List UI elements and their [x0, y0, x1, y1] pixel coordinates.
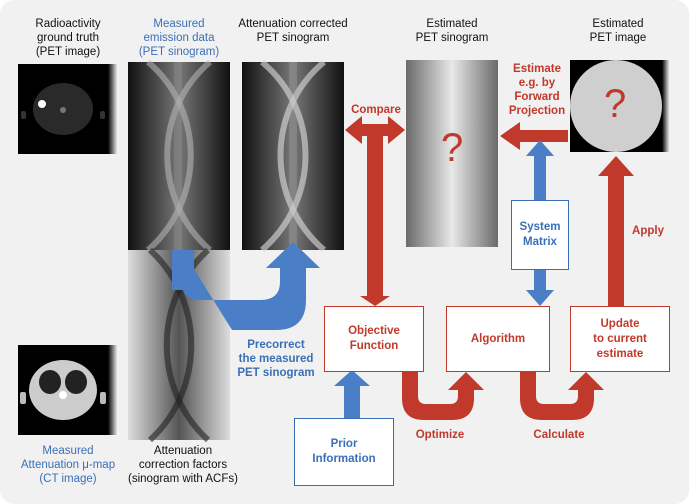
- ct-mu-map-image: [18, 345, 118, 435]
- apply-label: Apply: [632, 225, 664, 237]
- forward-projection-label: Estimate e.g. by Forward Projection: [508, 63, 566, 117]
- compare-label: Compare: [351, 104, 401, 116]
- system-matrix-box: System Matrix: [511, 200, 569, 270]
- apply-arrow: [598, 156, 634, 306]
- calculate-arrow: [520, 372, 604, 420]
- forward-projection-arrow: [500, 122, 568, 150]
- atten-corrected-label: Attenuation corrected PET sinogram: [238, 18, 348, 44]
- pet-ground-truth-image: [18, 64, 118, 154]
- precorrect-arrow: [182, 242, 320, 330]
- algorithm-box: Algorithm: [446, 306, 550, 372]
- objective-function-box: Objective Function: [324, 306, 424, 372]
- mu-map-label: Measured Attenuation μ-map (CT image): [20, 445, 116, 485]
- question-image: ?: [604, 82, 627, 126]
- prior-information-box: Prior Information: [294, 418, 394, 486]
- estimated-sinogram: [406, 60, 498, 247]
- compare-objective-arrow: [360, 136, 390, 306]
- update-box: Update to current estimate: [570, 306, 670, 372]
- attenuation-corrected-sinogram: [242, 59, 344, 253]
- estimated-sino-label: Estimated PET sinogram: [415, 18, 489, 44]
- compare-arrow: [345, 116, 405, 144]
- measured-emission-sinogram: [128, 59, 230, 253]
- ground-truth-label: Radioactivity ground truth (PET image): [35, 18, 101, 58]
- calculate-label: Calculate: [533, 429, 585, 441]
- optimize-arrow: [402, 372, 484, 420]
- acf-label: Attenuation correction factors (sinogram…: [128, 445, 238, 485]
- optimize-label: Optimize: [415, 429, 465, 441]
- precorrect-label: Precorrect the measured PET sinogram: [237, 339, 315, 379]
- estimated-image-label: Estimated PET image: [589, 18, 647, 44]
- estimated-pet-image: [570, 60, 670, 152]
- prior-arrow: [334, 370, 370, 418]
- measured-emission-label: Measured emission data (PET sinogram): [138, 18, 220, 58]
- question-sinogram: ?: [441, 126, 464, 170]
